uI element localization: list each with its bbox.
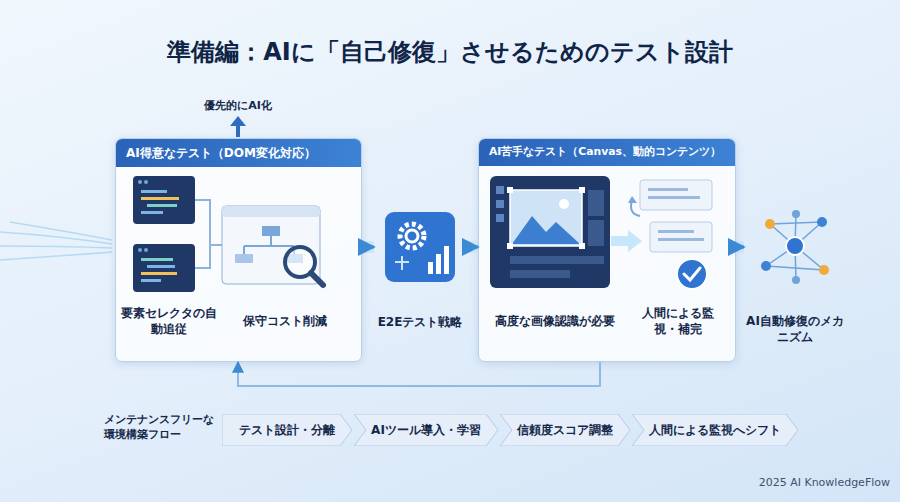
mechanism-node: AI自動修復のメカニズム xyxy=(744,205,846,345)
node-label: 人間による監視へシフト xyxy=(649,422,781,438)
flow-arrow xyxy=(466,246,478,249)
test-group-panel: AI得意なテスト（DOM変化対応） 要素セレクタの自動追従 保守コスト削減 xyxy=(115,138,362,362)
flow-step: 人間による監視へシフト xyxy=(632,414,798,446)
node-label: 要素セレクタの自動追従 xyxy=(120,305,218,337)
connector-glow xyxy=(466,241,478,253)
feature-caption: 要素セレクタの自動追従 xyxy=(120,298,218,344)
node-label: AI自動修復のメカニズム xyxy=(744,313,846,345)
flow-arrow xyxy=(736,246,744,249)
chevron-outline xyxy=(222,414,352,446)
chevron-outline xyxy=(632,414,798,446)
footer-credit: 2025 AI KnowledgeFlow xyxy=(740,476,890,489)
strategy-box: E2Eテスト戦略 xyxy=(374,208,466,330)
feature-caption: 高度な画像認識が必要 xyxy=(488,298,622,344)
code-window-icon xyxy=(133,176,195,224)
flow-label: メンテナンスフリーな環境構築フロー xyxy=(104,413,218,443)
bracket xyxy=(195,200,222,268)
gear-chart-icon xyxy=(385,212,455,282)
image-editor-icon xyxy=(490,176,610,288)
test-group-panel: AI苦手なテスト（Canvas、動的コンテンツ） 高度な画像認識が必要 人間による監… xyxy=(478,138,736,362)
node-label: テスト設計・分離 xyxy=(239,422,335,438)
connector-glow xyxy=(736,241,744,253)
node-label: 保守コスト削減 xyxy=(243,313,327,329)
flow-step: テスト設計・分離 xyxy=(222,414,352,446)
panel-header: AI苦手なテスト（Canvas、動的コンテンツ） xyxy=(479,139,735,166)
connector-glow xyxy=(362,241,374,253)
flow-step: AIツール導入・学習 xyxy=(354,414,498,446)
browser-inspect-icon xyxy=(222,206,323,285)
network-icon xyxy=(761,210,829,284)
chevron-outline xyxy=(354,414,498,446)
flow-band xyxy=(611,230,642,252)
panel-header: AI得意なテスト（DOM変化対応） xyxy=(116,139,361,167)
node-label: 人間による監視・補完 xyxy=(634,305,722,337)
node-label: AIツール導入・学習 xyxy=(371,422,481,438)
priority-arrow xyxy=(230,116,246,137)
flow-arrow xyxy=(238,362,600,386)
flow-step: 信頼度スコア調整 xyxy=(500,414,630,446)
node-label: E2Eテスト戦略 xyxy=(378,314,463,330)
node-label: 信頼度スコア調整 xyxy=(517,422,613,438)
content-cards-icon xyxy=(628,180,712,289)
chevron-outline xyxy=(500,414,630,446)
feature-caption: 人間による監視・補完 xyxy=(634,298,722,344)
flow-arrow xyxy=(362,246,374,249)
title: 準備編：AIに「自己修復」させるためのテスト設計 xyxy=(0,36,900,68)
node-label: 高度な画像認識が必要 xyxy=(495,313,615,329)
priority-note: 優先的にAI化 xyxy=(188,98,288,113)
feature-caption: 保守コスト削減 xyxy=(226,298,344,344)
light-streaks xyxy=(0,222,112,260)
code-window-icon xyxy=(133,244,195,292)
